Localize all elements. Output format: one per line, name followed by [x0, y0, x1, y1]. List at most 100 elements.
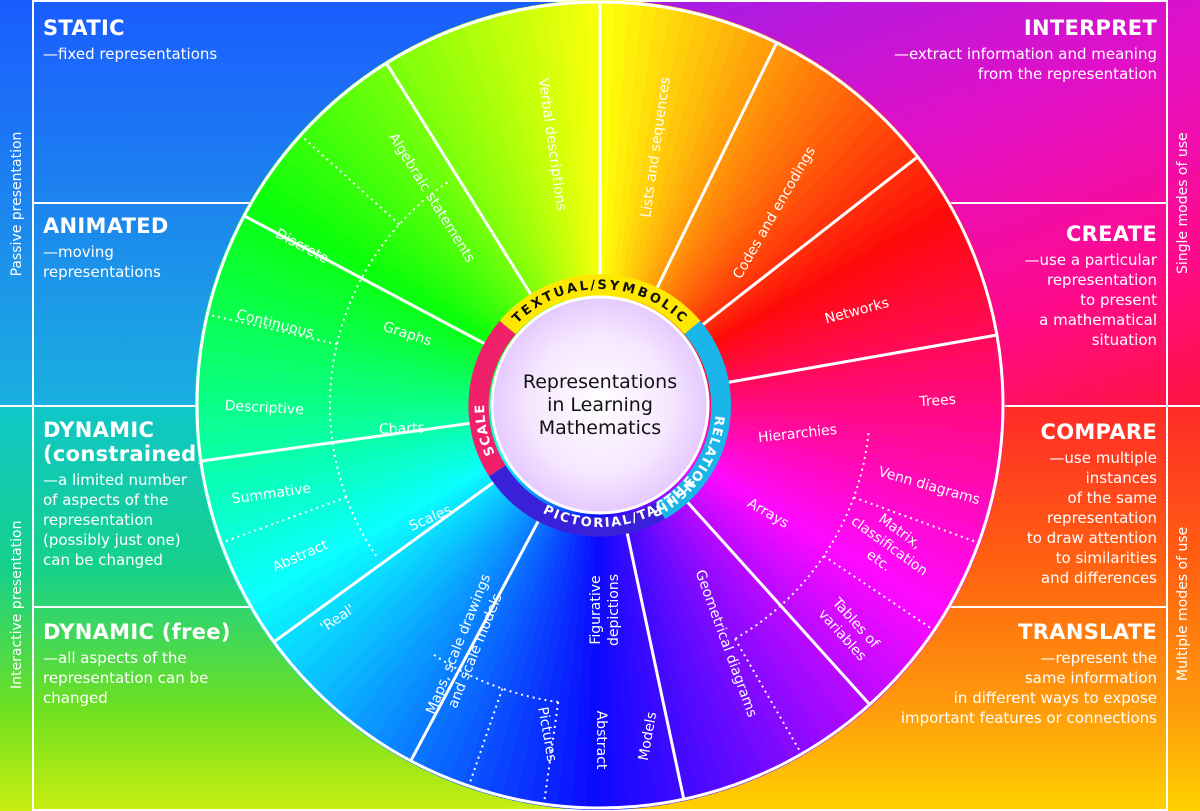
wheel-sector-slice	[656, 494, 827, 751]
wheel-subdivider	[205, 312, 338, 346]
wheel-sector-slice	[256, 175, 512, 348]
wheel-sector-slice	[650, 47, 807, 313]
segment-descriptive: Descriptive	[224, 398, 304, 418]
wheel-sector-slice	[695, 214, 966, 359]
panel-interpret-title: INTERPRET	[1023, 16, 1157, 40]
wheel-sector-slice	[659, 492, 839, 744]
wheel-divider	[625, 529, 686, 800]
wheel-sector-slice	[691, 190, 953, 352]
wheel-sector-slice	[397, 45, 551, 312]
wheel-sector-slice	[195, 411, 493, 448]
panel-translate-desc: —represent the same information in diffe…	[900, 649, 1157, 727]
wheel-sector-slice	[653, 496, 815, 758]
wheel-sector-slice	[595, 512, 615, 810]
wheel-sector-slice	[676, 477, 901, 690]
wheel-sector-slice	[639, 503, 765, 783]
wheel-sector-slice	[668, 485, 871, 718]
wheel-sector-slice	[230, 223, 504, 362]
center-title-line3: Mathematics	[539, 417, 661, 439]
wheel-sector-slice	[671, 482, 882, 709]
wheel-sector-slice	[610, 511, 657, 809]
panel-translate-title: TRANSLATE	[1018, 620, 1157, 644]
wheel-sector-slice	[688, 462, 944, 635]
wheel-sector-slice	[305, 479, 525, 697]
wheel-sector-slice	[689, 178, 946, 349]
wheel-sector-slice	[240, 454, 507, 608]
wheel-sector-slice	[707, 390, 1006, 410]
wheel-sector-slice	[706, 348, 1004, 395]
wheel-sector-slice	[669, 94, 875, 326]
wheel-sector-slice	[666, 85, 864, 323]
wheel-sector-slice	[529, 3, 587, 299]
center-title-line1: Representations	[523, 371, 677, 393]
wheel-sector-slice	[649, 498, 803, 765]
panel-compare: COMPARE —use multiple instances of the s…	[1027, 420, 1157, 588]
wheel-sector-slice	[200, 422, 495, 490]
wheel-sector-slice	[654, 54, 819, 315]
segment-abstract-pictorial: Abstract	[593, 711, 609, 770]
wheel-sector-slice	[198, 418, 494, 476]
wheel-sector-slice	[682, 471, 920, 669]
panel-dynamic-free-desc: —all aspects of the representation can b…	[43, 649, 209, 707]
segment-figurative-depictions: Figurative depictions	[588, 574, 622, 646]
left-mid-divider	[0, 405, 330, 407]
wheel-sector-slice	[687, 166, 939, 346]
wheel-sector-slice	[381, 495, 546, 756]
wheel-sector-slice	[422, 33, 558, 308]
wheel-sector-slice	[693, 202, 960, 356]
panel-static-desc: —fixed representations	[43, 45, 218, 63]
ring-band-textual	[499, 274, 701, 335]
wheel-sector-slice	[209, 433, 498, 531]
wheel-sector-slice	[385, 52, 547, 314]
wheel-divider	[725, 333, 998, 385]
wheel-sector-slice	[336, 487, 534, 725]
wheel-divider	[243, 214, 488, 347]
wheel-sector-slice	[350, 74, 538, 320]
wheel-divider	[200, 421, 474, 463]
wheel-sector-slice	[280, 141, 518, 339]
panel-static-title: STATIC	[43, 16, 125, 40]
panel-dynamic-constrained: DYNAMIC(constrained) —a limited number o…	[43, 418, 206, 570]
wheel-subdivider-arc	[431, 652, 559, 704]
wheel-sector-slice	[707, 362, 1005, 399]
wheel-sector-slice	[662, 490, 850, 736]
wheel-dividers	[200, 2, 998, 807]
ring-band-pictorial	[489, 465, 665, 537]
wheel-sector-slice	[679, 474, 911, 680]
wheel-sector-slice	[635, 505, 752, 788]
wheel-sector-slice	[289, 130, 521, 336]
wheel-sector-slice	[358, 491, 540, 741]
wheel-sector-slice	[700, 253, 983, 370]
wheel-divider	[699, 155, 919, 328]
panel-static: STATIC —fixed representations	[43, 16, 217, 64]
wheel-sector-slice	[361, 66, 541, 318]
panel-animated-title: ANIMATED	[43, 214, 169, 238]
wheel-sector-slice	[247, 458, 509, 620]
wheel-sector-slice	[706, 334, 1002, 392]
wheel-sector-slice	[621, 509, 698, 803]
wheel-sector-slice	[680, 134, 913, 337]
wheel-sector-slice	[249, 186, 510, 351]
wheel-sector-slice	[502, 7, 579, 301]
wheel-sector-slice	[657, 61, 830, 317]
wheel-subdivider-arc	[734, 433, 870, 640]
wheel-sector-slice	[690, 459, 951, 624]
wheel-sector-slice	[488, 11, 575, 302]
wheel-sector-slice	[329, 92, 532, 325]
panel-dynamic-constrained-desc: —a limited number of aspects of the repr…	[43, 471, 188, 569]
center-title-line2: in Learning	[547, 394, 653, 416]
panel-translate: TRANSLATE —represent the same informatio…	[901, 620, 1157, 728]
segment-trees: Trees	[918, 392, 956, 411]
wheel-divider	[273, 479, 498, 644]
wheel-subdivider	[823, 555, 937, 633]
wheel-subdivider	[853, 496, 981, 545]
wheel-sector-slice	[315, 481, 528, 706]
wheel-sector-slice	[254, 461, 511, 632]
wheel-sector-slice	[543, 1, 590, 299]
wheel-sector-slice	[613, 511, 671, 807]
wheel-sector-slice	[684, 468, 928, 658]
wheel-sector-slice	[261, 464, 513, 644]
wheel-sector-slice	[296, 476, 523, 687]
